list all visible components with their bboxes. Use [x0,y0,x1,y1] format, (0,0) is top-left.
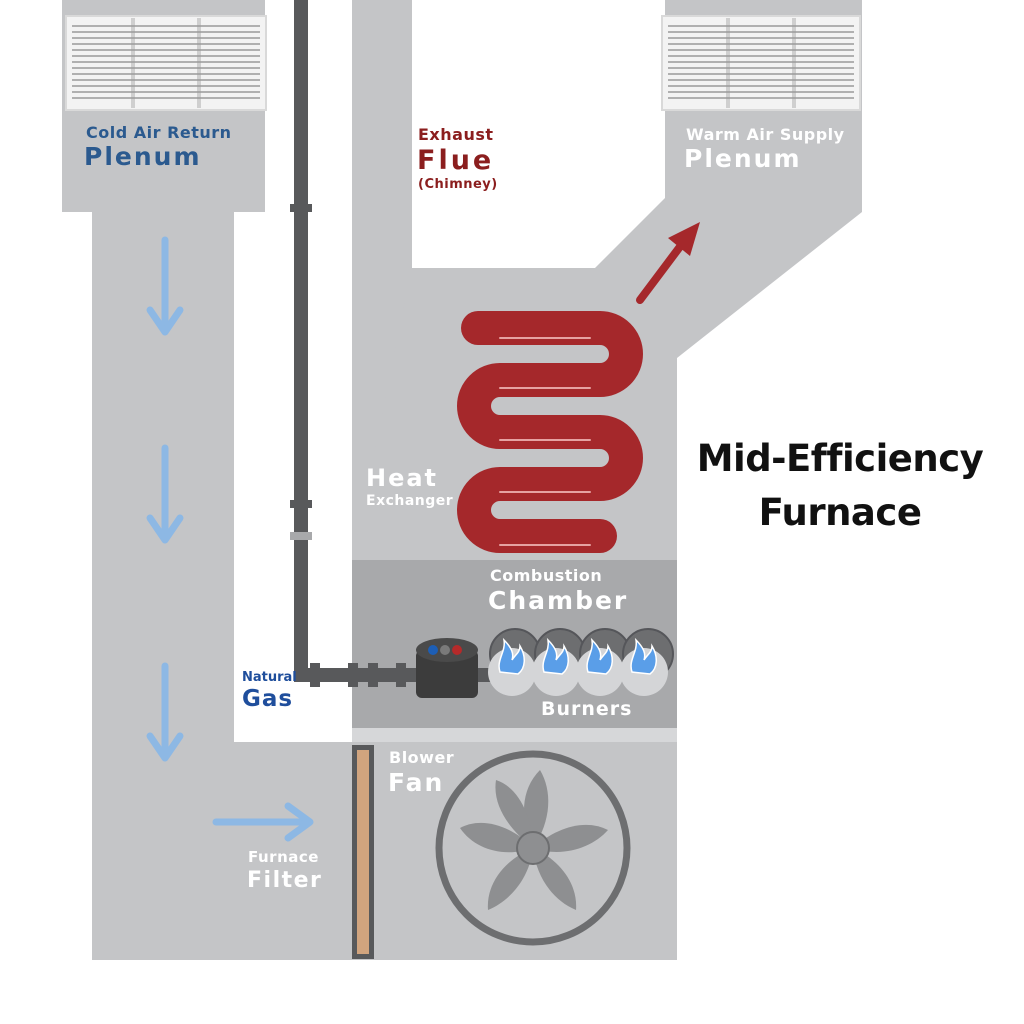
furnace-filter [352,745,374,959]
gas-pipe [290,0,419,687]
warm-air-supply-plenum-label: Plenum [684,144,802,173]
title-line-1: Mid-Efficiency [696,437,984,480]
blower-fan-icon [435,750,631,946]
natural-label: Natural [242,670,297,685]
warm-air-supply-label: Warm Air Supply [686,125,845,144]
burners-label: Burners [541,698,633,720]
cold-air-return-label: Cold Air Return [86,123,232,142]
flue-label: Flue [417,145,495,176]
furnace-label: Furnace [248,848,319,866]
combustion-label: Combustion [490,566,603,585]
burners [488,628,674,696]
diagram-title: Mid-Efficiency Furnace [660,432,1020,540]
cold-air-return-plenum-label: Plenum [84,142,202,171]
fan-label: Fan [388,768,445,797]
gas-label: Gas [242,686,294,712]
heat-label: Heat [366,464,439,492]
exhaust-flue-duct [352,0,412,280]
filter-label: Filter [247,868,323,893]
cold-air-return-grille [65,15,267,111]
exhaust-label: Exhaust [418,125,494,144]
gas-valve [416,638,500,698]
cold-airflow-arrows [146,236,314,842]
exchanger-label: Exchanger [366,493,454,509]
chamber-label: Chamber [488,586,629,615]
chamber-divider [352,728,677,742]
blower-label: Blower [389,748,455,767]
warm-air-supply-grille [661,15,861,111]
warm-air-arrow [636,222,700,304]
heat-exchanger [457,311,643,553]
chimney-label: (Chimney) [418,177,498,192]
title-line-2: Furnace [758,491,922,534]
